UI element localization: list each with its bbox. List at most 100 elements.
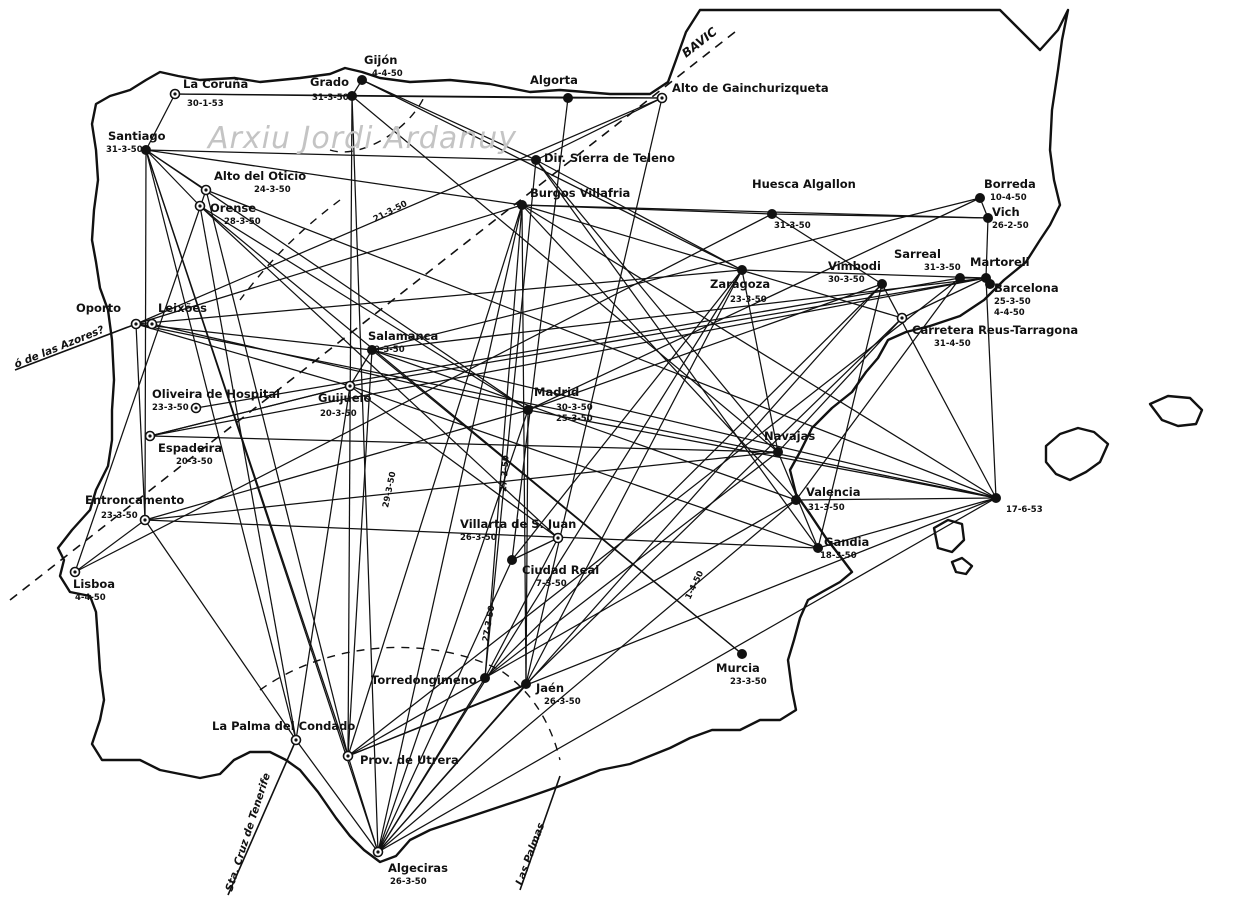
station-navajas[interactable]: Navajas — [764, 429, 815, 457]
station-torredon[interactable]: Torredongimeno — [371, 673, 490, 687]
station-name: Lisboa — [73, 577, 115, 591]
link-lacoruna-santiago — [145, 93, 176, 151]
station-marker-solid — [791, 495, 801, 505]
station-date: 24-3-50 — [254, 185, 291, 195]
station-date: 30-3-50 — [828, 275, 865, 285]
link-salamanca-utrera — [347, 349, 373, 757]
link-salamanca-murcia — [371, 349, 743, 655]
station-telena[interactable]: Dir. Sierra de Teleno — [531, 151, 675, 165]
link-burgos-torredon — [484, 204, 523, 679]
menorca-island — [1148, 394, 1204, 428]
station-date: 26-3-50 — [390, 877, 427, 887]
station-burgos[interactable]: Burgos Villafria — [517, 186, 630, 210]
station-algorta[interactable]: Algorta — [530, 73, 578, 103]
station-vimbodi[interactable]: Vimbodi 30-3-50 — [828, 259, 887, 289]
station-algeciras[interactable]: Algeciras 26-3-50 — [372, 846, 449, 888]
station-name: Oporto — [76, 301, 121, 315]
station-date: 17-6-53 — [1006, 505, 1043, 515]
route-label-r3: 27-3-50 — [499, 455, 512, 492]
station-date: 10-4-50 — [990, 193, 1027, 203]
station-name: Leixões — [158, 301, 207, 315]
tenerife-label: Sta. Cruz de Tenerife — [223, 772, 273, 893]
station-martorell[interactable]: Martorell — [970, 255, 1030, 283]
station-leixoes[interactable]: Leixões — [146, 301, 208, 330]
link-burgos-oporto — [135, 204, 523, 325]
station-lisboa[interactable]: Lisboa 4-4-50 — [69, 566, 116, 604]
station-name: Vimbodi — [828, 259, 881, 273]
link-martorell-reus — [901, 277, 987, 319]
station-oporto[interactable]: Oporto — [76, 301, 142, 330]
station-name: Navajas — [764, 429, 815, 443]
station-name: Salamanca — [368, 329, 438, 343]
boundary-arc-west — [239, 199, 341, 301]
station-date: 7-3-50 — [536, 579, 567, 589]
station-date: 4-4-50 — [372, 69, 403, 79]
station-date: 31-3-50 — [774, 221, 811, 231]
station-date: 30-3-50 — [556, 403, 593, 413]
station-marker-solid — [955, 273, 965, 283]
station-marker-solid — [507, 555, 517, 565]
station-utrera[interactable]: Prov. de Utrera — [342, 750, 459, 768]
station-date: 26-3-50 — [460, 533, 497, 543]
station-ganchu[interactable]: Alto de Gainchurizqueta — [656, 81, 829, 104]
station-marker-center — [660, 96, 664, 100]
link-burgos-algeciras — [377, 204, 523, 853]
link-utrera-algeciras — [347, 755, 379, 853]
link-grado-lacoruna — [174, 93, 353, 97]
tenerife-line — [227, 739, 297, 896]
link-algorta-grado — [351, 95, 569, 99]
link-sarreal-oliveira — [195, 277, 961, 409]
station-marker-center — [73, 570, 77, 574]
link-salamanca-valencia — [371, 349, 797, 501]
station-name: Burgos Villafria — [530, 186, 630, 200]
link-orense-palma — [199, 205, 297, 741]
station-marker-center — [556, 536, 560, 540]
link-madrid-entron — [144, 409, 529, 521]
station-name: Algeciras — [388, 861, 448, 875]
station-ibiza[interactable]: 17-6-53 — [991, 493, 1043, 515]
station-palma[interactable]: La Palma del Condado — [212, 719, 355, 746]
station-date: 4-4-50 — [75, 593, 106, 603]
link-jaen-utrera — [347, 683, 527, 757]
link-madrid-algeciras — [377, 409, 529, 853]
link-guijuelo-gandia — [349, 385, 819, 549]
station-date: 31-4-50 — [934, 339, 971, 349]
station-marker-solid — [991, 493, 1001, 503]
station-name: Algorta — [530, 73, 578, 87]
link-espadeira-navajas — [149, 435, 779, 453]
station-marker-center — [134, 322, 138, 326]
link-zaragoza-ciudadreal — [511, 269, 743, 561]
laspalmas-line — [519, 775, 561, 891]
station-name: Sarreal — [894, 247, 941, 261]
link-borreda-salamanca — [371, 197, 981, 351]
ibiza-island — [932, 518, 966, 554]
station-name: Madrid — [534, 385, 579, 399]
link-reus-navajas — [777, 317, 903, 453]
link-zaragoza-navajas — [741, 269, 779, 453]
